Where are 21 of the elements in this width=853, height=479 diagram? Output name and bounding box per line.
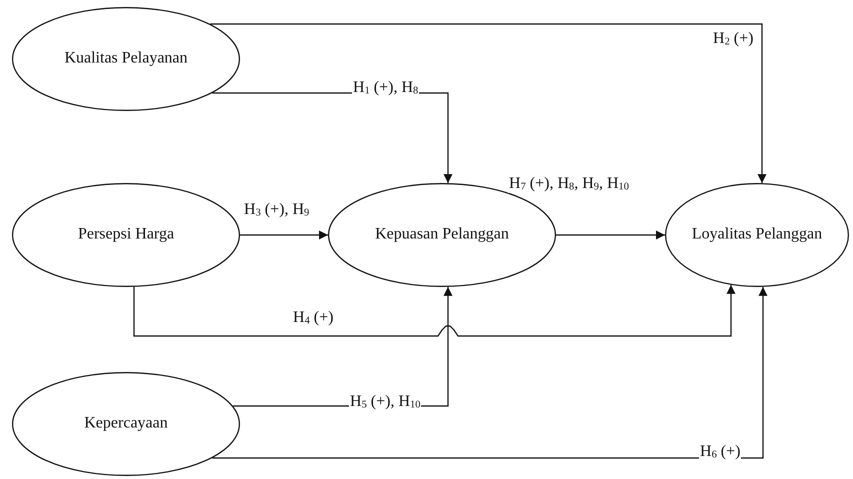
ellipse-node [12,183,240,287]
edge-label: H$_{4}$ (+) [292,309,334,327]
ellipse-node [12,7,240,111]
node-label: Persepsi Harga [76,224,176,245]
arrow [556,230,665,240]
edge-label: H$_{3}$ (+), H$_{9}$ [243,201,310,219]
edge-label: H$_{2}$ (+) [712,30,754,48]
node-label: Kualitas Pelayanan [63,48,189,69]
edge-label: H$_{1}$ (+), H$_{8}$ [352,79,420,97]
arrow [210,23,766,184]
arrow [240,230,328,240]
edge-label: H$_{5}$ (+), H$_{10}$ [349,393,422,411]
arrow [212,286,768,459]
ellipse-node [12,372,240,476]
edge-label: H$_{7}$ (+), H$_{8}$, H$_{9}$, H$_{10}$ [508,175,630,193]
node-label: Loyalitas Pelanggan [690,224,824,245]
node-label: Kepuasan Pelanggan [374,224,510,245]
edge-label: H$_{6}$ (+) [699,443,742,461]
node-label: Kepercayaan [83,414,169,434]
ellipse-node [665,183,849,287]
arrow [133,284,736,337]
